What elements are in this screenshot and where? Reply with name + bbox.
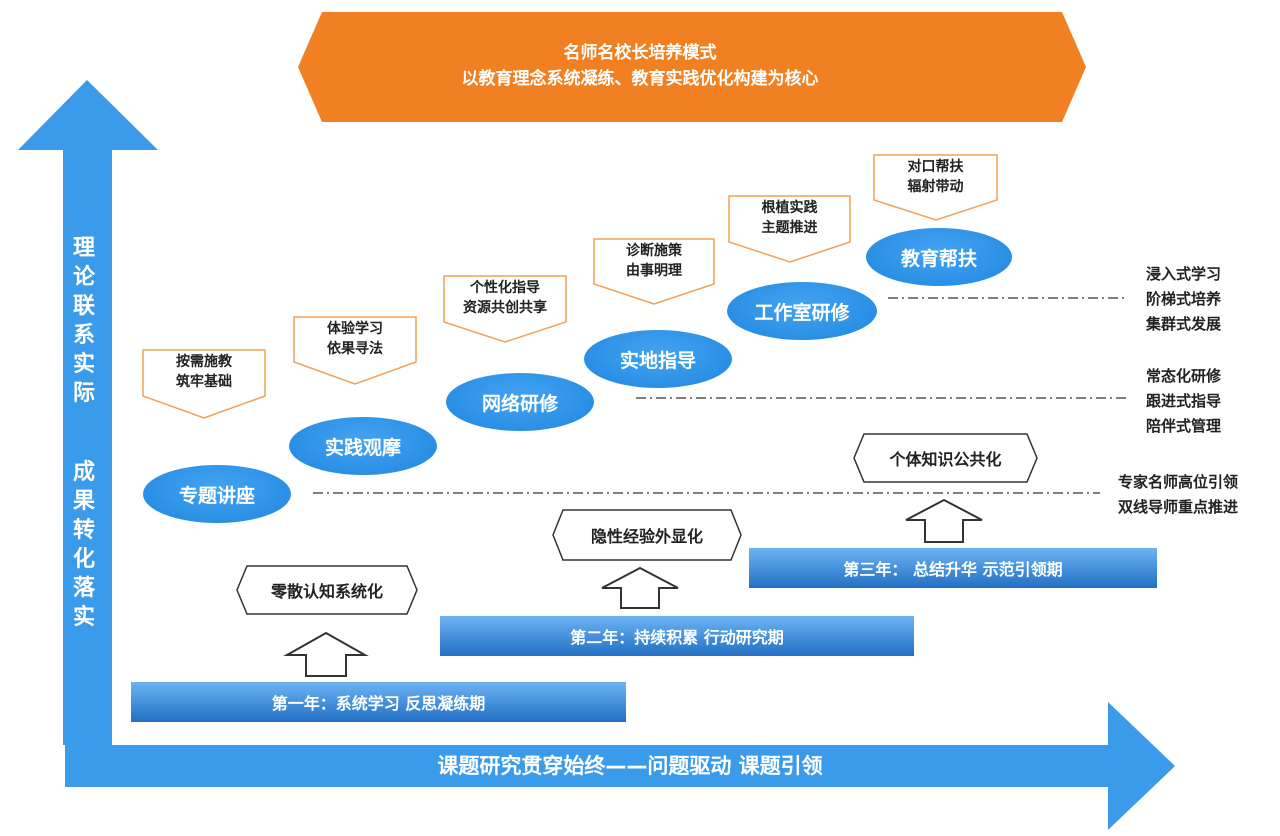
vertical-axis-char: 化	[72, 547, 95, 572]
up-arrow-icon-3	[905, 498, 983, 543]
vertical-axis-char: 实	[72, 352, 95, 377]
note-flag-text-4: 诊断施策 由事明理	[594, 241, 714, 281]
note-line: 筑牢基础	[176, 374, 232, 390]
header-banner: 名师名校长培养模式 以教育理念系统凝练、教育实践优化构建为核心	[330, 40, 950, 92]
activity-oval-observation: 实践观摩	[289, 417, 437, 475]
year-bar-1	[131, 682, 626, 722]
activity-oval-online: 网络研修	[446, 373, 594, 431]
note-flag-5	[728, 195, 851, 263]
note-line: 按需施教	[176, 354, 232, 370]
year-label-1: 第一年：系统学习 反思凝练期	[271, 694, 486, 713]
goal-label-2: 隐性经验外显化	[590, 527, 703, 546]
activity-oval-lecture: 专题讲座	[143, 465, 291, 523]
horizontal-axis-arrow	[65, 702, 1175, 830]
vertical-axis-char: 实	[72, 605, 95, 630]
right-note-3: 专家名师高位引领 双线导师重点推进	[1118, 470, 1238, 520]
activity-oval-fieldwork: 实地指导	[584, 330, 732, 388]
vertical-axis-char: 成	[72, 460, 95, 485]
goal-hex-1	[236, 565, 418, 615]
year-label-3: 第三年： 总结升华 示范引领期	[843, 560, 1063, 579]
note-line: 诊断施策	[626, 243, 682, 259]
note-flag-text-2: 体验学习 依果寻法	[294, 319, 416, 359]
note-line: 根植实践	[761, 200, 818, 216]
goal-label-3: 个体知识公共化	[889, 450, 1002, 469]
vertical-axis-char: 系	[72, 323, 95, 348]
activity-oval-support: 教育帮扶	[866, 228, 1012, 286]
note-line: 主题推进	[761, 220, 818, 236]
right-note-2: 常态化研修 跟进式指导 陪伴式管理	[1146, 364, 1221, 439]
note-line: 依果寻法	[327, 341, 383, 357]
activity-oval-studio: 工作室研修	[727, 282, 877, 340]
right-note-line: 专家名师高位引领	[1118, 473, 1239, 491]
note-flag-text-1: 按需施教 筑牢基础	[143, 352, 265, 392]
vertical-axis-char: 联	[72, 294, 95, 319]
note-line: 个性化指导	[470, 280, 540, 296]
note-line: 对口帮扶	[907, 159, 964, 175]
note-flag-text-6: 对口帮扶 辐射带动	[874, 157, 997, 197]
right-note-line: 跟进式指导	[1146, 392, 1222, 410]
right-note-line: 陪伴式管理	[1146, 417, 1222, 435]
vertical-axis-arrow	[18, 80, 158, 745]
year-bar-2	[440, 616, 914, 656]
vertical-axis-char: 理	[72, 236, 95, 261]
note-flag-text-3: 个性化指导 资源共创共享	[444, 278, 566, 318]
goal-label-1: 零散认知系统化	[270, 582, 383, 601]
year-bar-3	[749, 548, 1157, 588]
note-line: 辐射带动	[907, 179, 964, 195]
note-flag-4	[593, 238, 715, 305]
note-flag-1	[142, 349, 266, 419]
right-note-line: 阶梯式培养	[1146, 290, 1222, 308]
up-arrow-icon-1	[283, 631, 369, 677]
banner-subtitle: 以教育理念系统凝练、教育实践优化构建为核心	[461, 69, 819, 89]
note-line: 体验学习	[327, 321, 383, 337]
note-flag-2	[293, 316, 417, 385]
up-arrow-icon-2	[601, 566, 679, 609]
vertical-axis-char: 落	[72, 576, 95, 601]
vertical-axis-char: 论	[72, 265, 95, 290]
vertical-axis-char: 际	[72, 381, 95, 406]
note-flag-text-5: 根植实践 主题推进	[729, 198, 850, 238]
goal-hex-2	[552, 509, 742, 561]
vertical-axis-char: 果	[72, 489, 95, 514]
goal-hex-3	[853, 433, 1038, 483]
right-note-line: 浸入式学习	[1146, 265, 1222, 283]
note-flag-3	[443, 275, 567, 343]
header-banner-shape	[298, 12, 1086, 122]
right-note-line: 双线导师重点推进	[1118, 498, 1239, 516]
vertical-axis-label: 理 论 联 系 实 际 成 果 转 化 落 实	[62, 234, 106, 632]
year-label-2: 第二年：持续积累 行动研究期	[570, 628, 784, 647]
banner-title: 名师名校长培养模式	[563, 43, 717, 63]
note-line: 由事明理	[626, 263, 682, 279]
right-note-1: 浸入式学习 阶梯式培养 集群式发展	[1146, 262, 1221, 337]
vertical-axis-char: 转	[72, 518, 95, 543]
horizontal-axis-label: 课题研究贯穿始终——问题驱动 课题引领	[437, 754, 823, 778]
right-note-line: 集群式发展	[1146, 315, 1222, 333]
note-flag-6	[873, 154, 998, 221]
right-note-line: 常态化研修	[1146, 367, 1222, 385]
note-line: 资源共创共享	[463, 300, 547, 316]
